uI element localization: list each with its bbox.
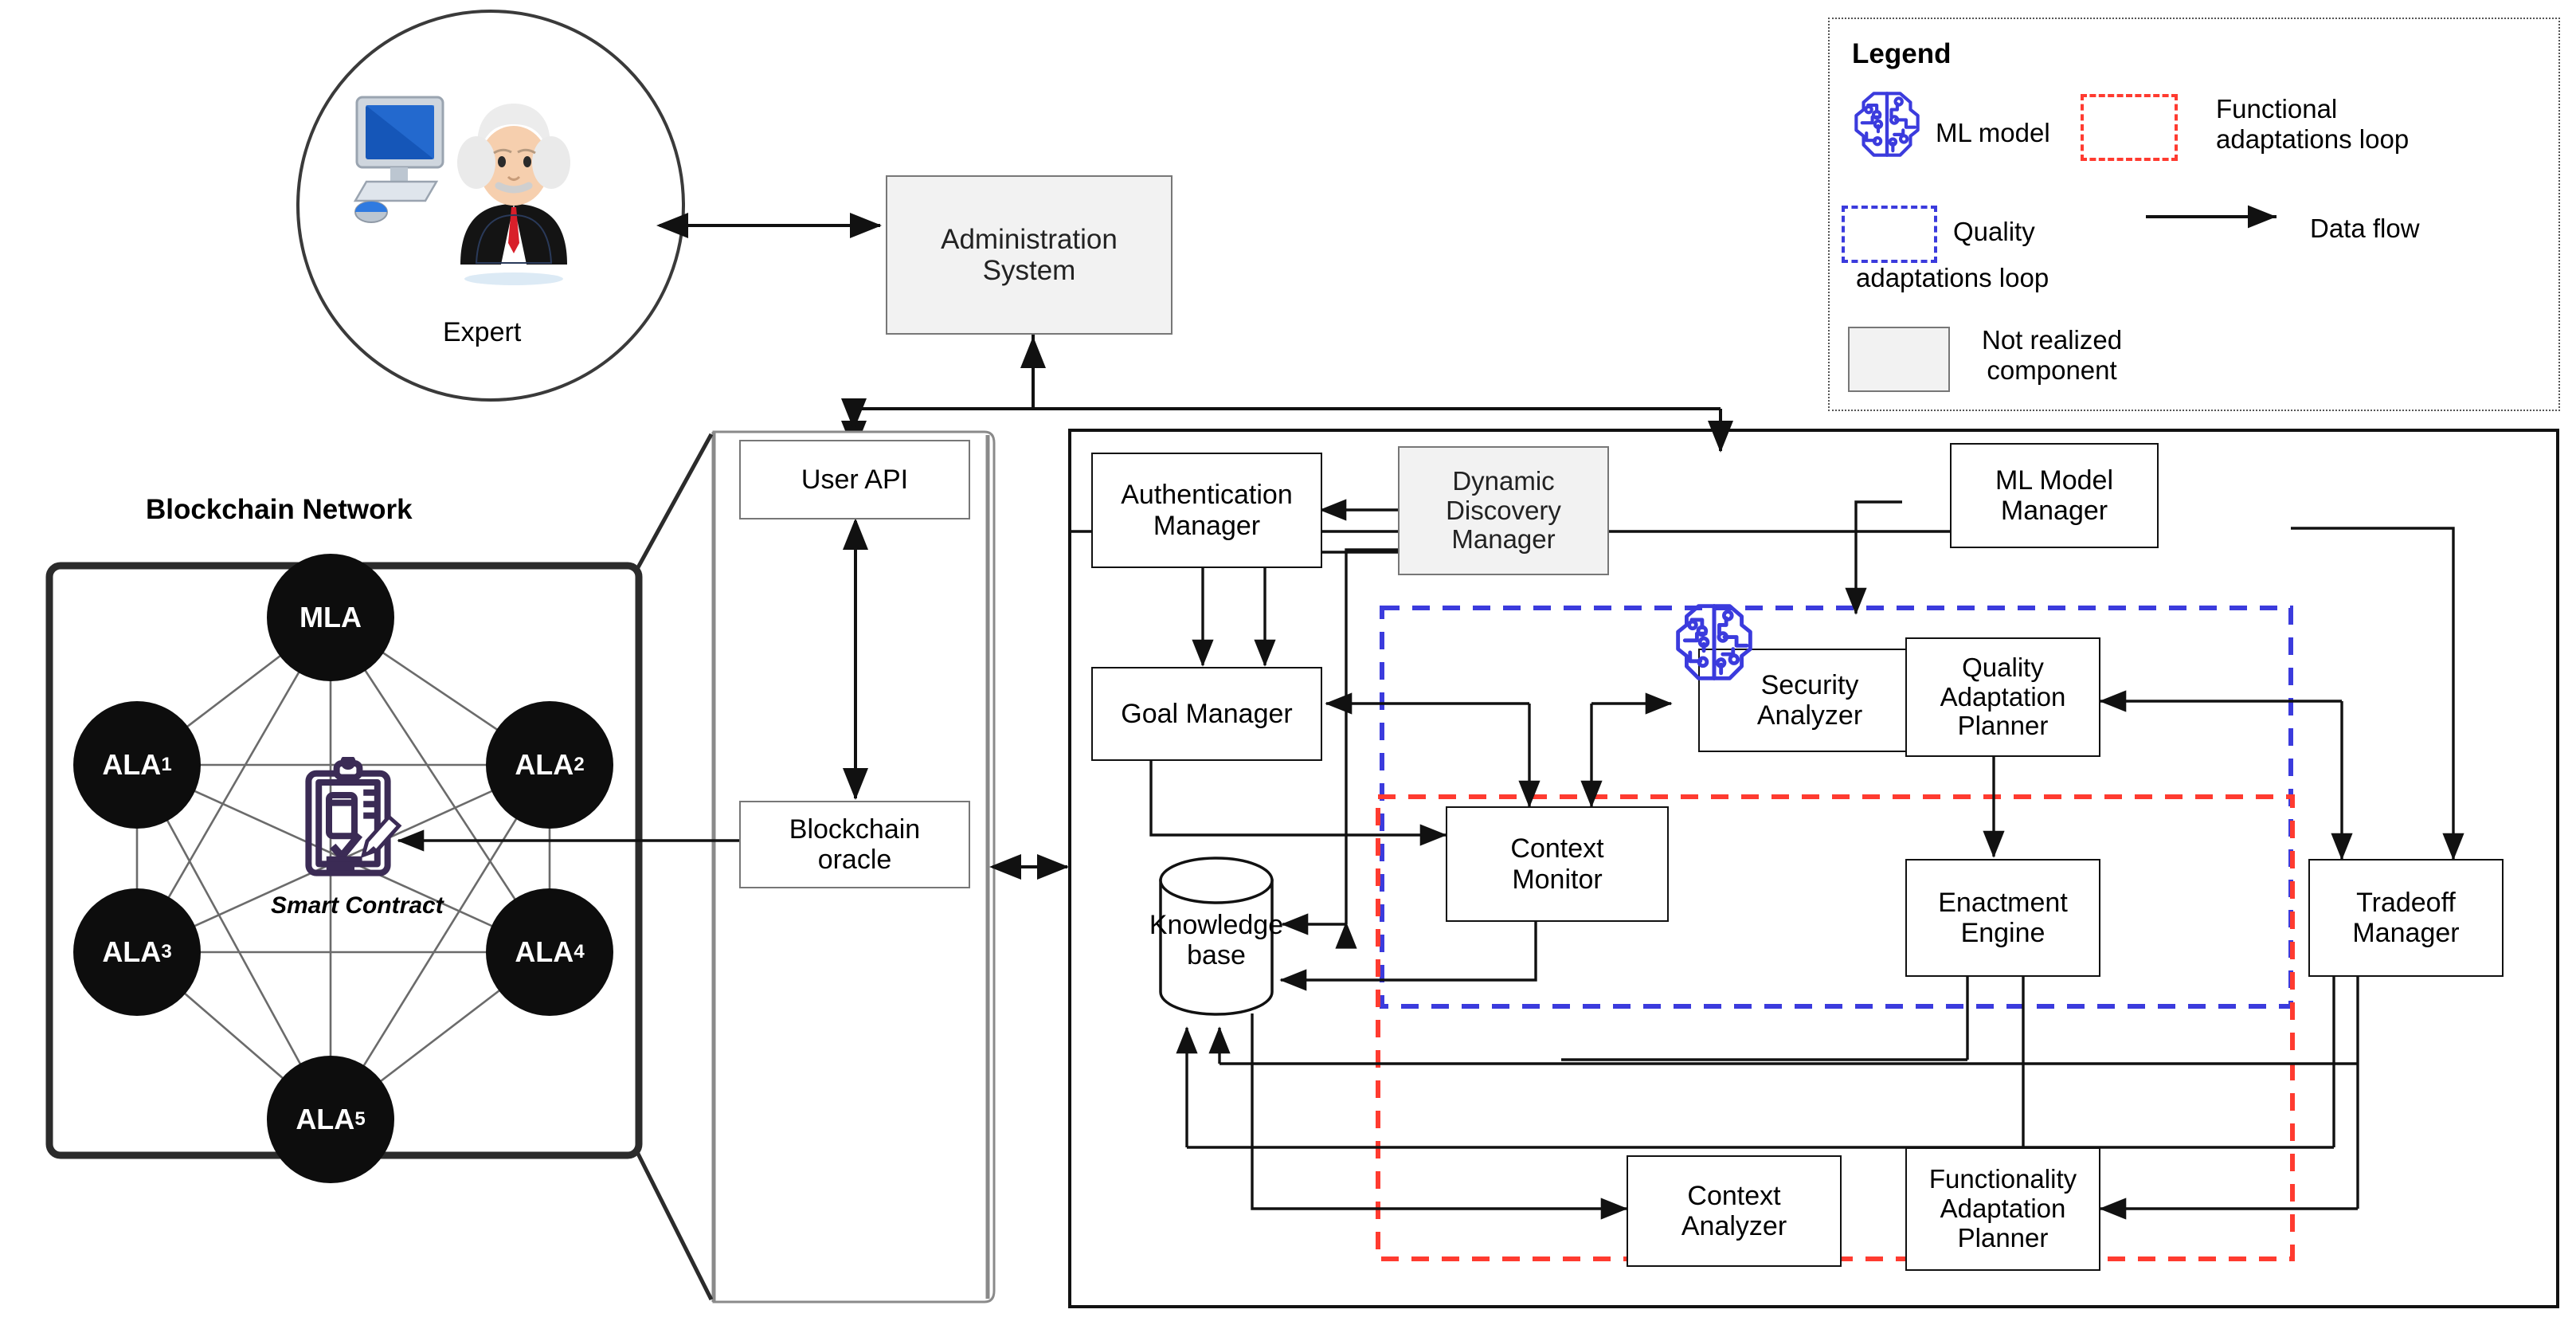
legend-quality-loop-l2: adaptations loop	[1856, 263, 2049, 292]
administration-system-line1: Administration	[941, 223, 1118, 255]
blockchain-network-title: Blockchain Network	[146, 494, 413, 525]
quality-planner-line2: Adaptation	[1940, 681, 2066, 712]
goal-manager-box[interactable]: Goal Manager	[1091, 667, 1322, 761]
blockchain-node-ala2-sub: 2	[574, 754, 585, 775]
quality-planner-line3: Planner	[1957, 711, 2049, 741]
blockchain-node-mla[interactable]: MLA	[267, 554, 394, 681]
blockchain-oracle-line2: oracle	[817, 845, 892, 875]
legend-not-realized-swatch	[1848, 327, 1950, 392]
knowledge-base-label: Knowledge base	[1149, 892, 1283, 988]
blockchain-oracle-box[interactable]: Blockchain oracle	[739, 801, 970, 888]
functionality-adaptation-planner-box[interactable]: Functionality Adaptation Planner	[1905, 1147, 2100, 1271]
functionality-planner-line3: Planner	[1957, 1222, 2049, 1253]
legend-not-realized-l2: component	[1987, 355, 2117, 385]
enactment-engine-box[interactable]: Enactment Engine	[1905, 859, 2100, 977]
tradeoff-manager-box[interactable]: Tradeoff Manager	[2308, 859, 2504, 977]
legend-functional-loop-l1: Functional	[2216, 94, 2338, 123]
security-analyzer-box[interactable]: Security Analyzer	[1698, 649, 1921, 752]
legend-not-realized-label: Not realized component	[1982, 325, 2122, 385]
legend-arrow-right-icon	[2146, 205, 2277, 229]
blockchain-node-ala1-sub: 1	[161, 754, 172, 775]
ml-model-manager-line1: ML Model	[1995, 465, 2114, 496]
enactment-engine-line1: Enactment	[1938, 887, 2068, 918]
goal-manager-label: Goal Manager	[1121, 698, 1293, 729]
legend-functional-loop-label: Functional adaptations loop	[2216, 94, 2409, 154]
functionality-planner-line2: Adaptation	[1940, 1194, 2066, 1224]
blockchain-node-ala4-label: ALA	[515, 935, 574, 968]
ml-model-manager-line2: Manager	[2000, 496, 2108, 526]
expert-avatar-icon	[353, 96, 570, 285]
dynamic-discovery-manager-box[interactable]: Dynamic Discovery Manager	[1398, 446, 1609, 575]
administration-system-box[interactable]: Administration System	[886, 175, 1173, 335]
functionality-planner-line1: Functionality	[1928, 1164, 2077, 1194]
context-monitor-box[interactable]: Context Monitor	[1446, 806, 1669, 922]
knowledge-base-line2: base	[1187, 940, 1246, 970]
blockchain-node-ala3-label: ALA	[102, 935, 162, 968]
legend-not-realized-l1: Not realized	[1982, 325, 2123, 355]
context-analyzer-box[interactable]: Context Analyzer	[1627, 1155, 1842, 1267]
legend-title: Legend	[1852, 38, 1952, 69]
enactment-engine-line2: Engine	[1960, 918, 2046, 948]
blockchain-node-ala3-sub: 3	[161, 941, 172, 962]
user-api-box[interactable]: User API	[739, 440, 970, 519]
security-analyzer-line1: Security	[1760, 669, 1859, 700]
blockchain-node-ala2-label: ALA	[515, 748, 574, 781]
smart-contract-icon	[305, 757, 402, 876]
blockchain-node-mla-label: MLA	[299, 601, 362, 633]
legend-quality-loop-swatch	[1842, 206, 1937, 263]
brain-circuit-icon	[1676, 604, 1752, 680]
blockchain-oracle-line1: Blockchain	[789, 813, 921, 845]
legend-quality-loop-l1: Quality	[1953, 217, 2035, 246]
legend-data-flow-label: Data flow	[2310, 214, 2420, 243]
legend-quality-loop-l2-wrap: adaptations loop	[1856, 263, 2049, 293]
blockchain-node-ala1-label: ALA	[102, 748, 162, 781]
legend-quality-loop-label: Quality	[1953, 217, 2035, 247]
administration-system-line2: System	[982, 255, 1076, 286]
user-api-label: User API	[801, 464, 909, 495]
authentication-manager-line1: Authentication	[1121, 480, 1293, 511]
expert-label: Expert	[443, 317, 522, 347]
context-monitor-line2: Monitor	[1512, 864, 1603, 895]
legend-panel	[1828, 18, 2560, 411]
tradeoff-manager-line1: Tradeoff	[2356, 887, 2456, 918]
ml-model-manager-box[interactable]: ML Model Manager	[1950, 443, 2159, 548]
knowledge-base-line1: Knowledge	[1149, 909, 1284, 940]
dynamic-discovery-line3: Manager	[1451, 524, 1556, 555]
knowledge-base-cylinder[interactable]	[1157, 857, 1276, 1016]
tradeoff-manager-line2: Manager	[2352, 918, 2460, 948]
security-analyzer-line2: Analyzer	[1756, 700, 1863, 731]
quality-planner-line1: Quality	[1962, 652, 2044, 682]
context-analyzer-line1: Context	[1687, 1180, 1781, 1211]
legend-ml-model-label: ML model	[1936, 118, 2050, 147]
legend-brain-circuit-icon	[1854, 92, 1920, 157]
dynamic-discovery-line1: Dynamic	[1452, 465, 1555, 496]
authentication-manager-box[interactable]: Authentication Manager	[1091, 453, 1322, 568]
legend-functional-loop-l2: adaptations loop	[2216, 123, 2410, 154]
legend-functional-loop-swatch	[2081, 94, 2178, 161]
context-monitor-line1: Context	[1510, 833, 1604, 864]
dynamic-discovery-line2: Discovery	[1446, 495, 1561, 525]
quality-adaptation-planner-box[interactable]: Quality Adaptation Planner	[1905, 637, 2100, 757]
smart-contract-label: Smart Contract	[271, 892, 444, 919]
authentication-manager-line2: Manager	[1153, 510, 1261, 541]
blockchain-node-ala4-sub: 4	[574, 941, 585, 962]
context-analyzer-line2: Analyzer	[1681, 1211, 1787, 1241]
blockchain-node-ala5-sub: 5	[354, 1108, 366, 1130]
blockchain-node-ala5-label: ALA	[296, 1103, 355, 1135]
